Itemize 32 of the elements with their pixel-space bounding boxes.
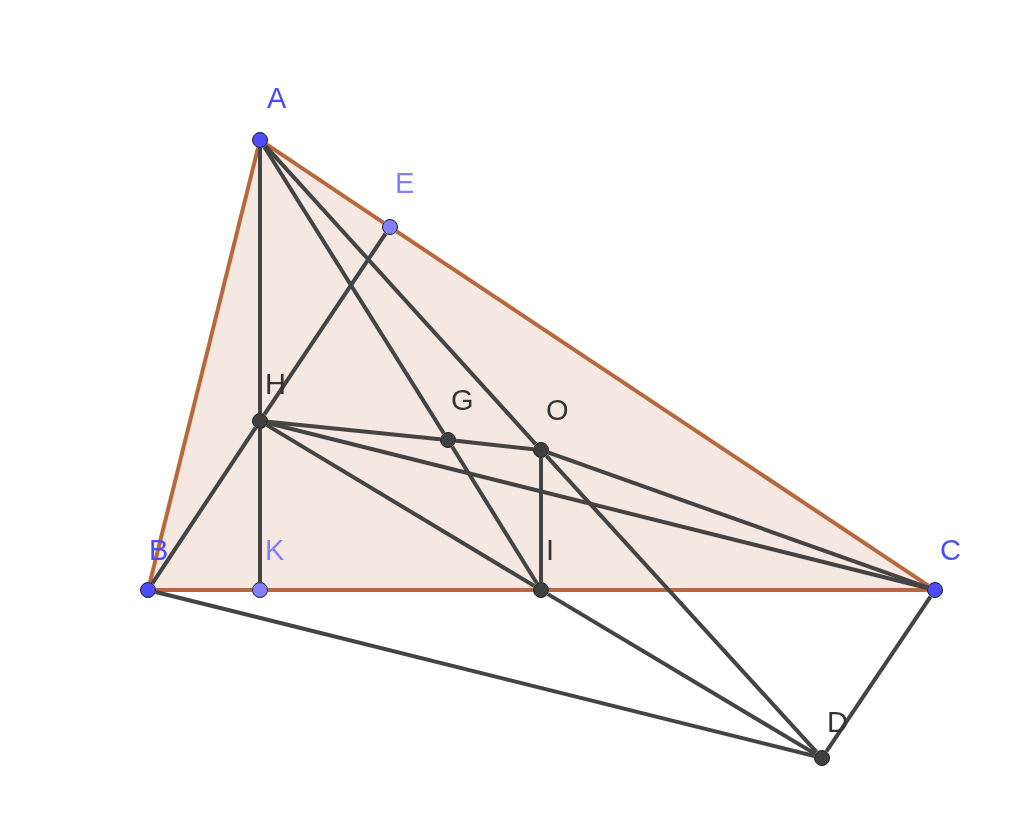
point-label: E bbox=[395, 168, 415, 198]
line-segment bbox=[267, 419, 441, 442]
line-segment bbox=[262, 232, 388, 416]
point-label: D bbox=[827, 707, 848, 737]
line-segment bbox=[547, 450, 929, 590]
line-segment bbox=[549, 588, 927, 592]
line-segment bbox=[156, 588, 252, 592]
point-label: I bbox=[546, 535, 555, 565]
point-label: A bbox=[267, 83, 287, 113]
line-segment bbox=[258, 148, 262, 413]
line-segment bbox=[544, 454, 819, 754]
line-segment bbox=[395, 229, 930, 588]
line-segment bbox=[263, 144, 538, 446]
line-segment bbox=[258, 429, 262, 582]
point-label: C bbox=[940, 535, 961, 565]
line-segment bbox=[455, 438, 534, 452]
line-segment bbox=[265, 142, 385, 225]
point-label: O bbox=[546, 395, 569, 425]
line-segment bbox=[267, 421, 928, 590]
line-segment bbox=[150, 426, 258, 585]
line-segment bbox=[148, 147, 260, 583]
line-segment bbox=[450, 445, 539, 585]
line-segment bbox=[546, 592, 817, 756]
line-segment bbox=[262, 145, 446, 435]
point-label: H bbox=[265, 369, 286, 399]
point-label: K bbox=[265, 535, 285, 565]
point-label: G bbox=[451, 385, 474, 415]
line-segment bbox=[268, 588, 533, 592]
line-segment bbox=[155, 590, 815, 758]
line-segment bbox=[539, 458, 543, 582]
line-segment bbox=[824, 595, 933, 753]
line-segment bbox=[265, 423, 536, 588]
